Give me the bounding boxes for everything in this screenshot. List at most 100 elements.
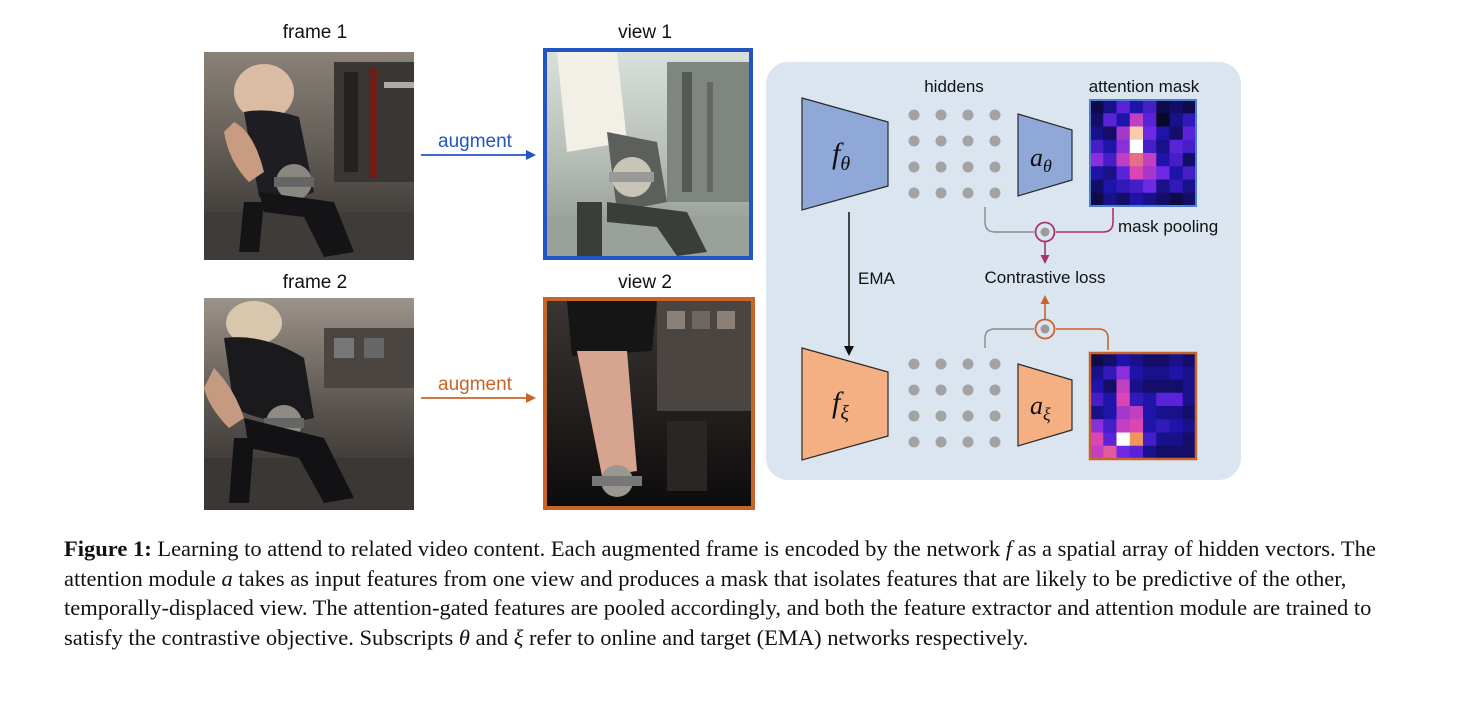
mask-cell [1129,166,1144,180]
mask-cell [1156,419,1170,433]
hidden-dot [989,384,1001,396]
mask-cell [1116,432,1131,447]
mask-cell [1143,113,1157,127]
caption-text-1: Learning to attend to related video cont… [151,536,1006,561]
caption-text-2: as a spatial array of hidden vectors. Th… [64,536,1376,591]
mask-cell [1116,113,1131,127]
mask-cell [1156,379,1170,394]
mask-cell [1182,366,1197,380]
hidden-dot [962,436,974,448]
hidden-dot [962,109,974,121]
mask-cell [1116,192,1131,207]
hidden-dot [908,436,920,448]
mask-cell [1090,113,1104,127]
mask-cell [1103,100,1117,114]
mask-cell [1143,379,1157,394]
mask-cell [1116,139,1131,154]
hidden-dot [908,135,920,147]
a-xi-symbol: aξ [1030,391,1051,424]
hidden-dot [935,187,947,199]
mask-cell [1090,139,1104,154]
mask-cell [1143,179,1157,194]
attention-mask-target [1090,353,1197,460]
mask-cell [1103,113,1117,127]
caption-symbol-f: f [1005,536,1013,561]
mask-cell [1129,139,1144,154]
caption-symbol-theta: θ [458,624,470,650]
caption-text-5: refer to online and target (EMA) network… [523,624,1029,650]
mask-cell [1116,100,1131,114]
mask-cell [1182,419,1197,433]
mask-cell [1156,366,1170,380]
hidden-dot [962,135,974,147]
mask-cell [1156,139,1170,154]
a-xi-module [1017,363,1073,447]
mask-cell [1090,379,1104,394]
mask-cell [1169,113,1184,127]
hidden-dot [962,384,974,396]
mask-cell [1169,192,1184,207]
ema-label: EMA [858,269,896,288]
hidden-dot [935,358,947,370]
mask-cell [1143,353,1157,367]
mask-cell [1182,179,1197,194]
mask-cell [1090,432,1104,447]
mask-cell [1143,419,1157,433]
mask-cell [1169,366,1184,380]
mask-cell [1182,432,1197,447]
mask-cell [1182,406,1197,420]
a-theta-symbol: aθ [1030,143,1052,176]
mask-cell [1116,353,1131,367]
mask-cell [1116,445,1131,460]
pool-line-hidden-target [984,328,1034,348]
mask-cell [1169,419,1184,433]
mask-cell [1169,392,1184,407]
mask-cell [1103,432,1117,447]
mask-pooling-label: mask pooling [1118,217,1218,236]
mask-cell [1129,353,1144,367]
mask-cell [1169,100,1184,114]
hidden-dot [962,358,974,370]
hidden-dot [935,161,947,173]
mask-cell [1182,392,1197,407]
mask-cell [1090,366,1104,380]
hidden-dot [989,410,1001,422]
mask-cell [1090,445,1104,460]
frame1-label: frame 1 [282,22,348,43]
mask-cell [1090,126,1104,141]
mask-cell [1129,379,1144,394]
mask-cell [1129,113,1144,127]
mask-cell [1129,192,1144,207]
pool-line-mask-online [1056,208,1114,233]
caption-symbol-xi: ξ [513,624,524,650]
mask-cell [1169,166,1184,180]
mask-cell [1116,419,1131,433]
mask-cell [1116,179,1131,194]
hidden-dot [989,436,1001,448]
hidden-dot [908,358,920,370]
hidden-dot [908,187,920,199]
mask-cell [1103,379,1117,394]
caption-text-3: takes as input features from one view an… [64,565,1372,650]
hidden-dots-online [908,109,1001,199]
hidden-dot [935,384,947,396]
mask-cell [1103,392,1117,407]
mask-cell [1143,139,1157,154]
mask-cell [1182,139,1197,154]
mask-cell [1143,192,1157,207]
mask-cell [1090,419,1104,433]
mask-cell [1103,192,1117,207]
hidden-dot [989,358,1001,370]
hidden-dot [935,436,947,448]
mask-cell [1182,353,1197,367]
mask-cell [1090,192,1104,207]
mask-cell [1103,366,1117,380]
mask-cell [1169,406,1184,420]
mask-cell [1116,153,1131,167]
mask-cell [1129,153,1144,167]
pool-line-mask-target [1056,328,1109,350]
mask-cell [1156,353,1170,367]
hidden-dot [989,161,1001,173]
mask-cell [1182,113,1197,127]
mask-cell [1156,100,1170,114]
